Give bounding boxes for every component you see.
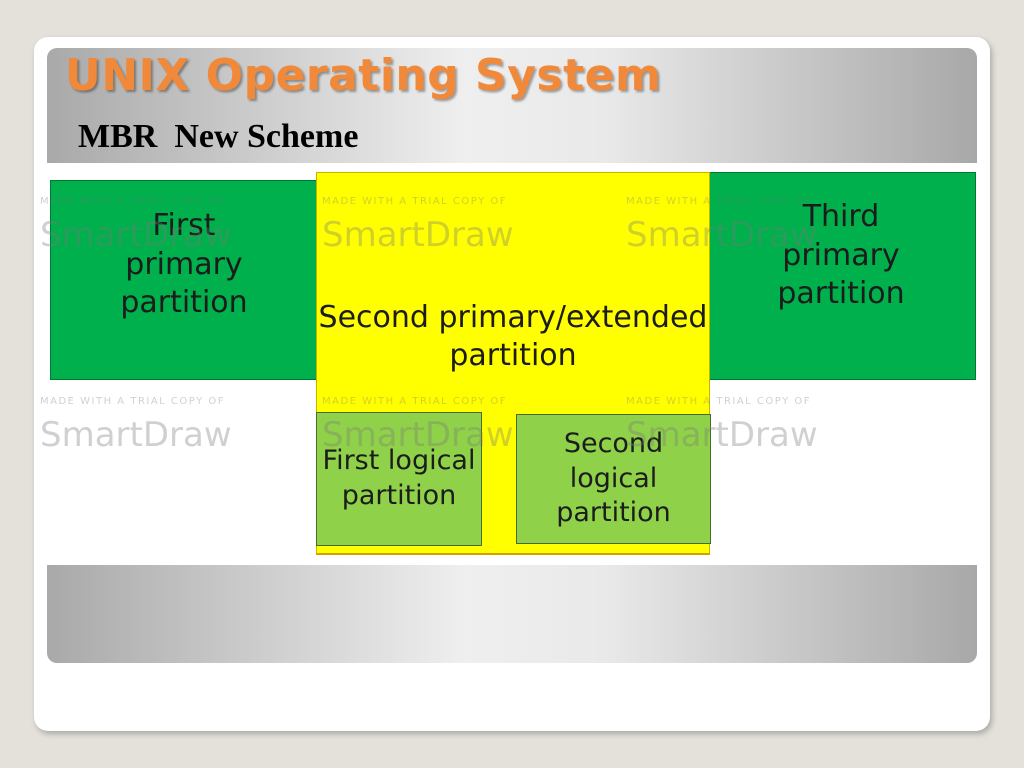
first-primary-partition-label: First primary partition (120, 208, 248, 321)
slide-title: UNIX Operating System (65, 50, 662, 101)
third-primary-partition-label: Third primary partition (777, 199, 905, 312)
first-logical-partition: First logical partition (316, 412, 482, 546)
slide-subtitle: MBR New Scheme (78, 118, 359, 155)
second-primary-extended-partition-label: Second primary/extended partition (318, 300, 708, 374)
first-logical-partition-label: First logical partition (322, 445, 476, 511)
third-primary-partition: Third primary partition (706, 172, 976, 380)
first-primary-partition: First primary partition (50, 180, 318, 380)
second-logical-partition-label: Second logical partition (556, 428, 671, 529)
second-logical-partition: Second logical partition (516, 414, 711, 544)
